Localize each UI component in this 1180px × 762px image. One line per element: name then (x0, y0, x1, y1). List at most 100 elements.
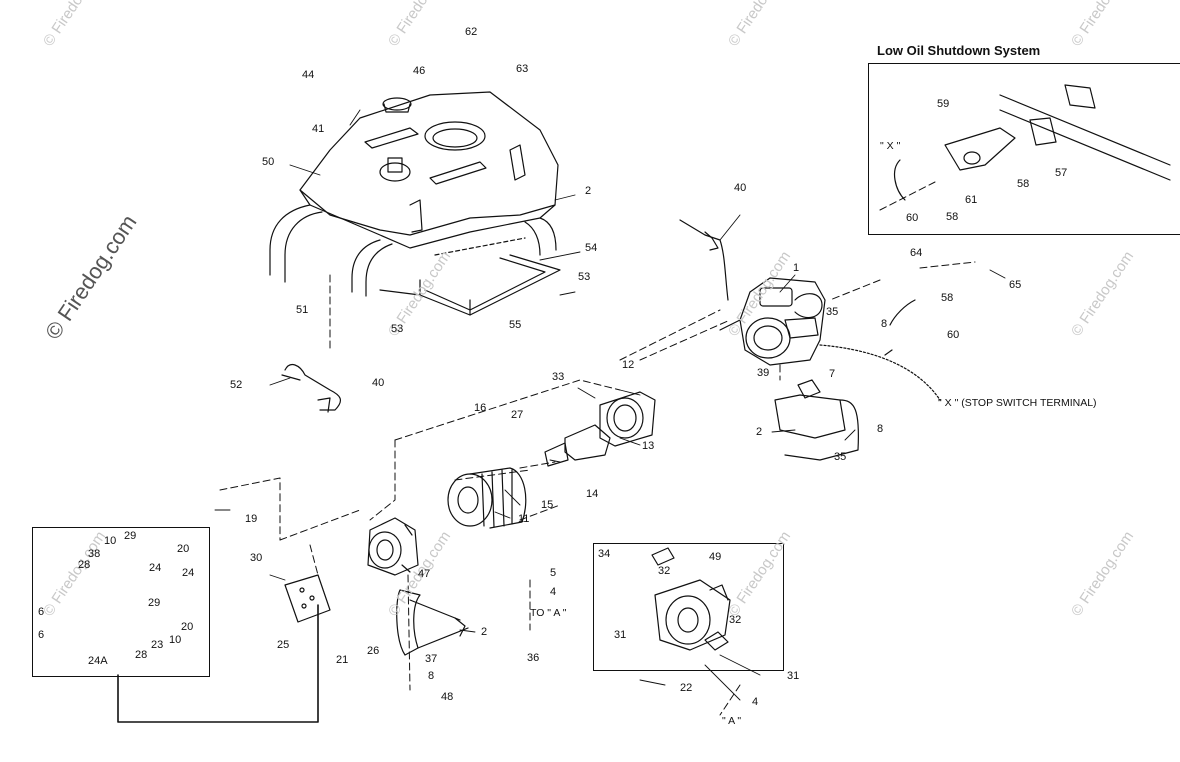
callout: 35 (834, 451, 847, 463)
callout: 6 (38, 629, 45, 641)
callout: 7 (829, 368, 836, 380)
callout: 20 (181, 621, 194, 633)
callout: 39 (757, 367, 770, 379)
callout: 27 (511, 409, 524, 421)
callout: 21 (336, 654, 349, 666)
callout: 5 (550, 567, 557, 579)
callout: 2 (585, 185, 592, 197)
callout: 1 (793, 262, 800, 274)
callout: 26 (367, 645, 380, 657)
callout: 37 (425, 653, 438, 665)
stop-switch-note: " X " (STOP SWITCH TERMINAL) (938, 397, 1097, 409)
rear-bracket (396, 589, 469, 656)
callout: 44 (302, 69, 315, 81)
low-oil-drawing (893, 84, 1171, 201)
callout: 8 (428, 670, 435, 682)
callout: 48 (441, 691, 454, 703)
callout: 16 (474, 402, 487, 414)
callout: 2 (756, 426, 763, 438)
callout: 15 (541, 499, 554, 511)
callout: 62 (465, 26, 478, 38)
callout: 57 (1055, 167, 1068, 179)
callout: 35 (826, 306, 839, 318)
callout: 38 (88, 548, 101, 560)
low-oil-shutdown-inset (868, 63, 1180, 235)
callout: 4 (550, 586, 557, 598)
callout: 52 (230, 379, 243, 391)
stop-switch-wire (819, 299, 941, 401)
callout: 53 (391, 323, 404, 335)
callout: 31 (614, 629, 627, 641)
callout: 61 (965, 194, 978, 206)
callout: 49 (709, 551, 722, 563)
callout: 58 (941, 292, 954, 304)
a-mark: " A " (722, 715, 742, 727)
end-bell (367, 517, 419, 576)
control-plate (284, 574, 331, 623)
callout: 11 (518, 513, 530, 525)
callout: 55 (509, 319, 522, 331)
engine (719, 277, 826, 366)
callout: 60 (906, 212, 919, 224)
callout: 24 (149, 562, 162, 574)
low-oil-inset-title: Low Oil Shutdown System (877, 43, 1041, 58)
stator-winding (447, 467, 527, 529)
fan-housing (651, 547, 731, 651)
callout: 19 (245, 513, 258, 525)
callout: 28 (78, 559, 91, 571)
callout: 40 (734, 182, 747, 194)
callout: 10 (104, 535, 117, 547)
control-panel-inset (32, 527, 210, 677)
x-mark: " X " (880, 140, 901, 152)
callout: 28 (135, 649, 148, 661)
generator-stator (599, 391, 656, 447)
callout: 20 (177, 543, 190, 555)
callout: 30 (250, 552, 263, 564)
callout: 41 (312, 123, 325, 135)
callout: 2 (481, 626, 488, 638)
callout: 24 (182, 567, 195, 579)
callout: 29 (124, 530, 137, 542)
frame (269, 204, 561, 316)
callout: 63 (516, 63, 529, 75)
bottom-plate (424, 257, 546, 311)
callout: 14 (586, 488, 599, 500)
fan-housing-inset (593, 543, 784, 671)
callout: 12 (622, 359, 635, 371)
callout: 59 (937, 98, 950, 110)
to-a-note: TO " A " (530, 607, 567, 619)
callout: 8 (877, 423, 884, 435)
callout: 34 (598, 548, 611, 560)
callout: 32 (729, 614, 742, 626)
callout: 23 (151, 639, 164, 651)
callout: 22 (680, 682, 693, 694)
callout: 64 (910, 247, 923, 259)
callout: 4 (752, 696, 759, 708)
callout: 32 (658, 565, 671, 577)
leader-lines (214, 109, 1006, 701)
callout: 8 (881, 318, 888, 330)
callout: 36 (527, 652, 540, 664)
callout: 60 (947, 329, 960, 341)
callout: 25 (277, 639, 290, 651)
callout: 24A (88, 655, 108, 667)
callout: 65 (1009, 279, 1022, 291)
callout: 46 (413, 65, 426, 77)
engine-mount (774, 379, 860, 461)
callout: 58 (946, 211, 959, 223)
callout: 47 (418, 568, 431, 580)
callout: 51 (296, 304, 309, 316)
callout: 13 (642, 440, 655, 452)
callout: 10 (169, 634, 182, 646)
cord-assembly (281, 363, 342, 413)
callout: 40 (372, 377, 385, 389)
callout: 6 (38, 606, 45, 618)
fuel-tank (299, 91, 559, 249)
callout: 31 (787, 670, 800, 682)
assembly-lines (219, 181, 976, 716)
callout: 58 (1017, 178, 1030, 190)
callout: 50 (262, 156, 275, 168)
panel-connector-line (117, 604, 319, 723)
